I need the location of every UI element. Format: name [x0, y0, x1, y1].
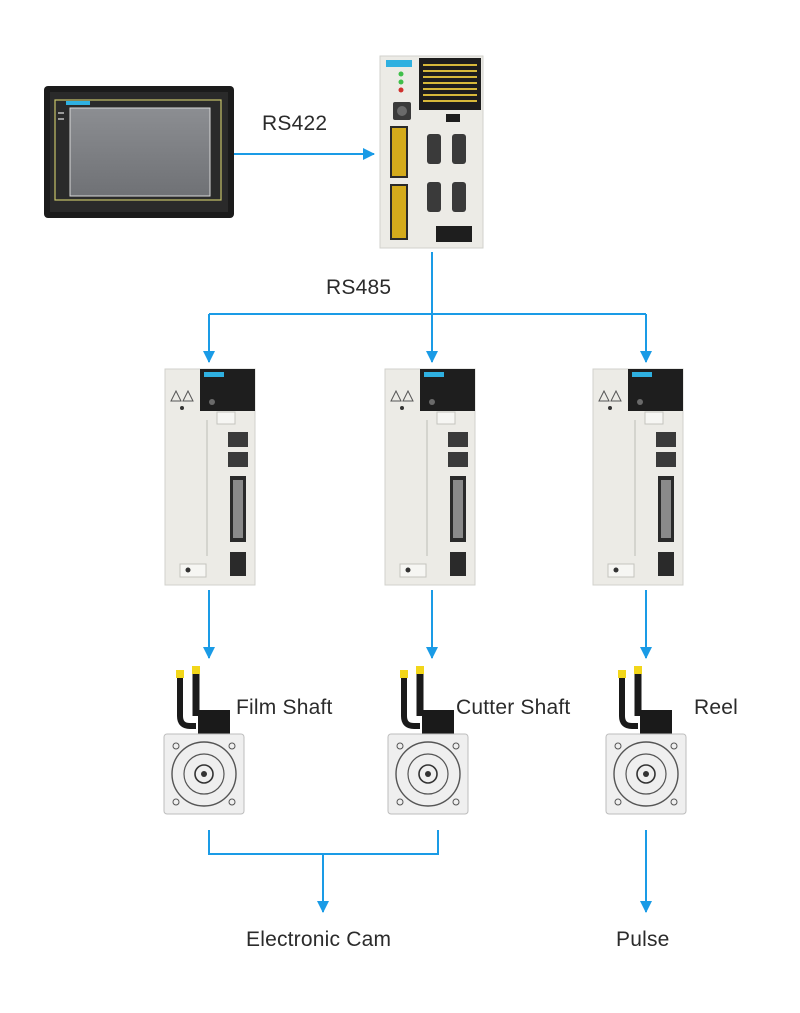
rs485-label: RS485 — [326, 276, 392, 299]
cam-bracket — [208, 830, 439, 855]
rs422-label: RS422 — [262, 112, 328, 135]
electronic-cam-label: Electronic Cam — [246, 928, 392, 951]
servo-motor-1 — [163, 666, 245, 815]
pulse-label: Pulse — [616, 928, 670, 951]
servo-drive-3 — [592, 368, 684, 586]
servo-drive-1 — [164, 368, 256, 586]
servo-drive-2 — [384, 368, 476, 586]
servo-motor-2 — [387, 666, 469, 815]
servo-motor-3 — [605, 666, 687, 815]
cutter-shaft-label: Cutter Shaft — [456, 696, 571, 719]
reel-label: Reel — [694, 696, 738, 719]
hmi-touch-panel — [44, 86, 234, 218]
film-shaft-label: Film Shaft — [236, 696, 333, 719]
plc-controller — [379, 55, 484, 249]
